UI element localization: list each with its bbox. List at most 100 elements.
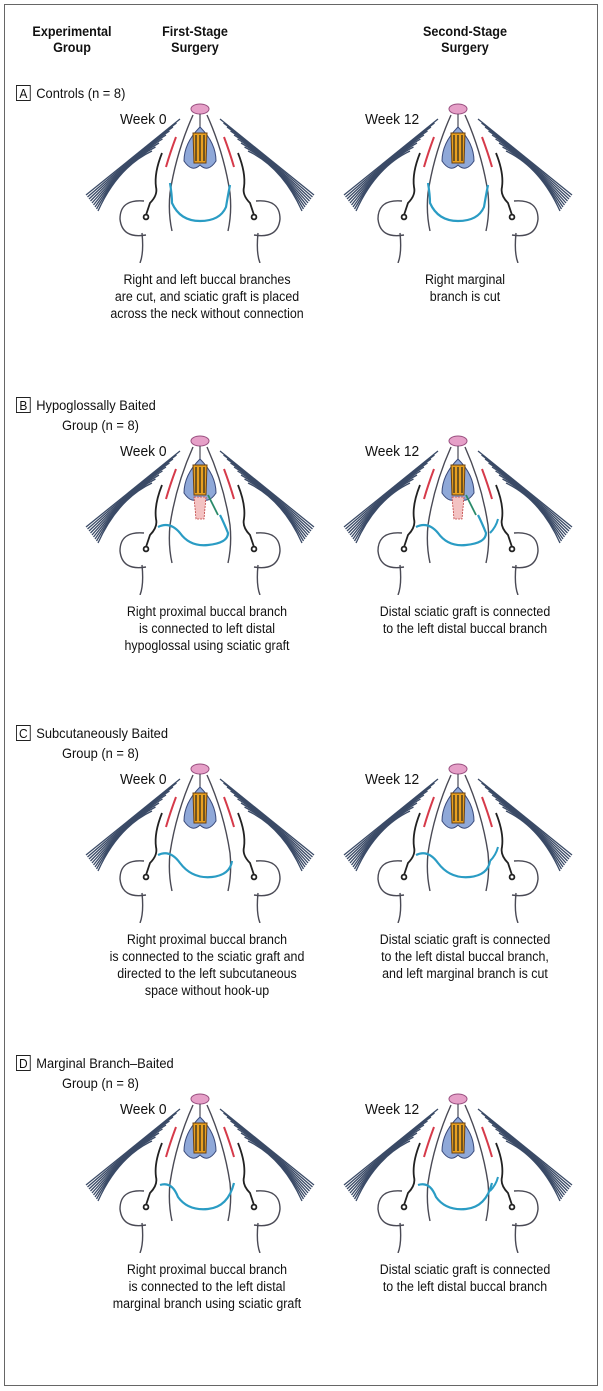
whisker-right [503, 807, 562, 869]
caption-line: are cut, and sciatic graft is placed [74, 288, 341, 305]
diagram-week-12 [338, 435, 578, 595]
sciatic-graft [170, 183, 230, 221]
caption-line: Distal sciatic graft is connected [332, 931, 599, 948]
diagram-week-12 [338, 103, 578, 263]
hypoglossal-nerve [466, 495, 476, 515]
whisker-right [245, 807, 304, 869]
whisker-right [503, 479, 562, 541]
nose-icon [191, 104, 209, 114]
section-sublabel: Group (n = 8) [62, 417, 139, 434]
nose-icon [449, 764, 467, 774]
nose-icon [191, 436, 209, 446]
caption-line: to the left distal buccal branch, [332, 948, 599, 965]
caption-line: to the left distal buccal branch [332, 1278, 599, 1295]
sciatic-graft [160, 1183, 234, 1209]
caption-line: and left marginal branch is cut [332, 965, 599, 982]
rat-face [86, 104, 314, 263]
hypoglossal-region [452, 497, 464, 519]
section-title: Subcutaneously Baited [36, 725, 168, 741]
caption-line: is connected to the left distal [74, 1278, 341, 1295]
whisker-right [245, 1137, 304, 1199]
whisker-left [97, 479, 156, 541]
section-letter-box: A [16, 85, 31, 101]
graft-connection [490, 847, 498, 861]
whisker-right [503, 1137, 562, 1199]
section-label: A Controls (n = 8) [16, 85, 125, 102]
section-letter-box: D [16, 1055, 31, 1071]
hypoglossal-nerve [208, 495, 218, 515]
section-title: Hypoglossally Baited [36, 397, 156, 413]
nose-icon [191, 764, 209, 774]
caption-line: Right proximal buccal branch [74, 1261, 341, 1278]
caption-line: is connected to left distal [74, 620, 341, 637]
caption-line: Right and left buccal branches [74, 271, 341, 288]
whisker-right [245, 147, 304, 209]
rat-face [86, 764, 314, 923]
sciatic-graft [416, 515, 486, 545]
whisker-left [97, 1137, 156, 1199]
caption-second-stage: Distal sciatic graft is connectedto the … [332, 931, 599, 982]
nose-icon [449, 1094, 467, 1104]
caption-line: Right marginal [332, 271, 599, 288]
whisker-right [503, 147, 562, 209]
caption-line: Distal sciatic graft is connected [332, 1261, 599, 1278]
sciatic-graft [418, 1183, 492, 1209]
header-second-stage: Second-StageSurgery [402, 23, 528, 55]
rat-face [344, 1094, 572, 1253]
caption-line: space without hook-up [74, 982, 341, 999]
whisker-right [245, 479, 304, 541]
caption-line: hypoglossal using sciatic graft [74, 637, 341, 654]
sciatic-graft [428, 183, 488, 221]
caption-line: branch is cut [332, 288, 599, 305]
caption-line: across the neck without connection [74, 305, 341, 322]
caption-line: marginal branch using sciatic graft [74, 1295, 341, 1312]
section-title: Controls (n = 8) [36, 85, 125, 101]
diagram-week-0 [80, 435, 320, 595]
diagram-week-0 [80, 103, 320, 263]
hypoglossal-region [194, 497, 206, 519]
sciatic-graft [158, 515, 228, 545]
nose-icon [191, 1094, 209, 1104]
diagram-week-12 [338, 763, 578, 923]
caption-line: to the left distal buccal branch [332, 620, 599, 637]
caption-line: Right proximal buccal branch [74, 603, 341, 620]
whisker-left [355, 147, 414, 209]
rat-face [86, 1094, 314, 1253]
diagram-week-0 [80, 763, 320, 923]
rat-face [86, 436, 314, 595]
section-label: C Subcutaneously Baited [16, 725, 168, 742]
section-sublabel: Group (n = 8) [62, 745, 139, 762]
diagram-week-12 [338, 1093, 578, 1253]
header-first-stage: First-StageSurgery [141, 23, 249, 55]
rat-face [344, 436, 572, 595]
whisker-left [97, 147, 156, 209]
nose-icon [449, 104, 467, 114]
section-sublabel: Group (n = 8) [62, 1075, 139, 1092]
rat-face [344, 764, 572, 923]
nose-icon [449, 436, 467, 446]
caption-first-stage: Right proximal buccal branchis connected… [74, 1261, 341, 1312]
whisker-left [355, 1137, 414, 1199]
section-label: B Hypoglossally Baited [16, 397, 156, 414]
whisker-left [97, 807, 156, 869]
section-title: Marginal Branch–Baited [36, 1055, 173, 1071]
caption-line: Right proximal buccal branch [74, 931, 341, 948]
rat-face [344, 104, 572, 263]
section-letter-box: C [16, 725, 31, 741]
whisker-left [355, 807, 414, 869]
section-label: D Marginal Branch–Baited [16, 1055, 174, 1072]
diagram-week-0 [80, 1093, 320, 1253]
graft-connection [490, 519, 498, 533]
whisker-left [355, 479, 414, 541]
caption-line: is connected to the sciatic graft and [74, 948, 341, 965]
caption-line: Distal sciatic graft is connected [332, 603, 599, 620]
caption-line: directed to the left subcutaneous [74, 965, 341, 982]
section-letter-box: B [16, 397, 31, 413]
